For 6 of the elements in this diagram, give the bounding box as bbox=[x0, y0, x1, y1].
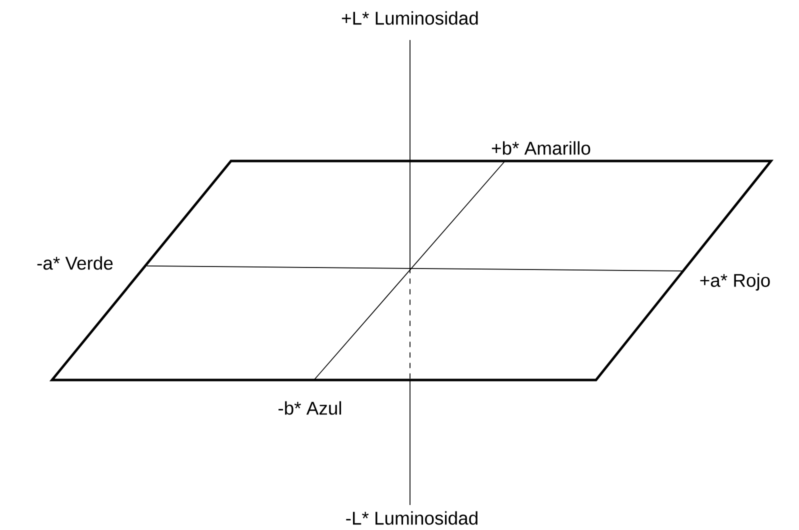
axis-label: +L* Luminosidad bbox=[342, 11, 478, 25]
axis-label: -a* Verde bbox=[37, 256, 113, 270]
axis-label: +b* Amarillo bbox=[492, 141, 590, 155]
axis-label: +a* Rojo bbox=[700, 273, 770, 291]
axis-label: -b* Azul bbox=[278, 401, 342, 415]
axis-label: -L* Luminosidad bbox=[346, 511, 478, 525]
